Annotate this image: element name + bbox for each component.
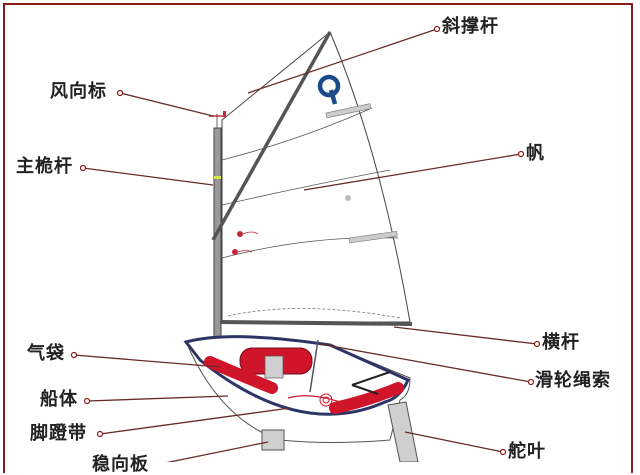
label-sail: 帆 xyxy=(526,143,545,164)
label-burgee: 风向标 xyxy=(50,81,107,102)
label-rudder: 舵叶 xyxy=(508,441,546,462)
sail-logo-q xyxy=(317,74,341,105)
label-toe-strap: 脚蹬带 xyxy=(30,423,87,444)
label-hull: 船体 xyxy=(40,389,78,410)
sail xyxy=(221,31,411,323)
centerboard xyxy=(261,429,285,451)
sprit xyxy=(211,31,332,241)
label-buoyancy-bag: 气袋 xyxy=(27,343,65,364)
hull xyxy=(183,335,411,443)
sailboat-diagram xyxy=(70,25,541,462)
label-centerboard: 稳向板 xyxy=(92,454,149,475)
diagram-border xyxy=(3,3,633,473)
leader-dots xyxy=(70,25,541,456)
label-boom: 横杆 xyxy=(542,332,580,353)
label-mainsheet: 滑轮绳索 xyxy=(535,370,611,391)
label-mast: 主桅杆 xyxy=(16,156,73,177)
rudder xyxy=(387,401,419,462)
label-sprit: 斜撑杆 xyxy=(442,16,499,37)
leader-lines xyxy=(73,28,538,462)
boom xyxy=(219,320,413,326)
